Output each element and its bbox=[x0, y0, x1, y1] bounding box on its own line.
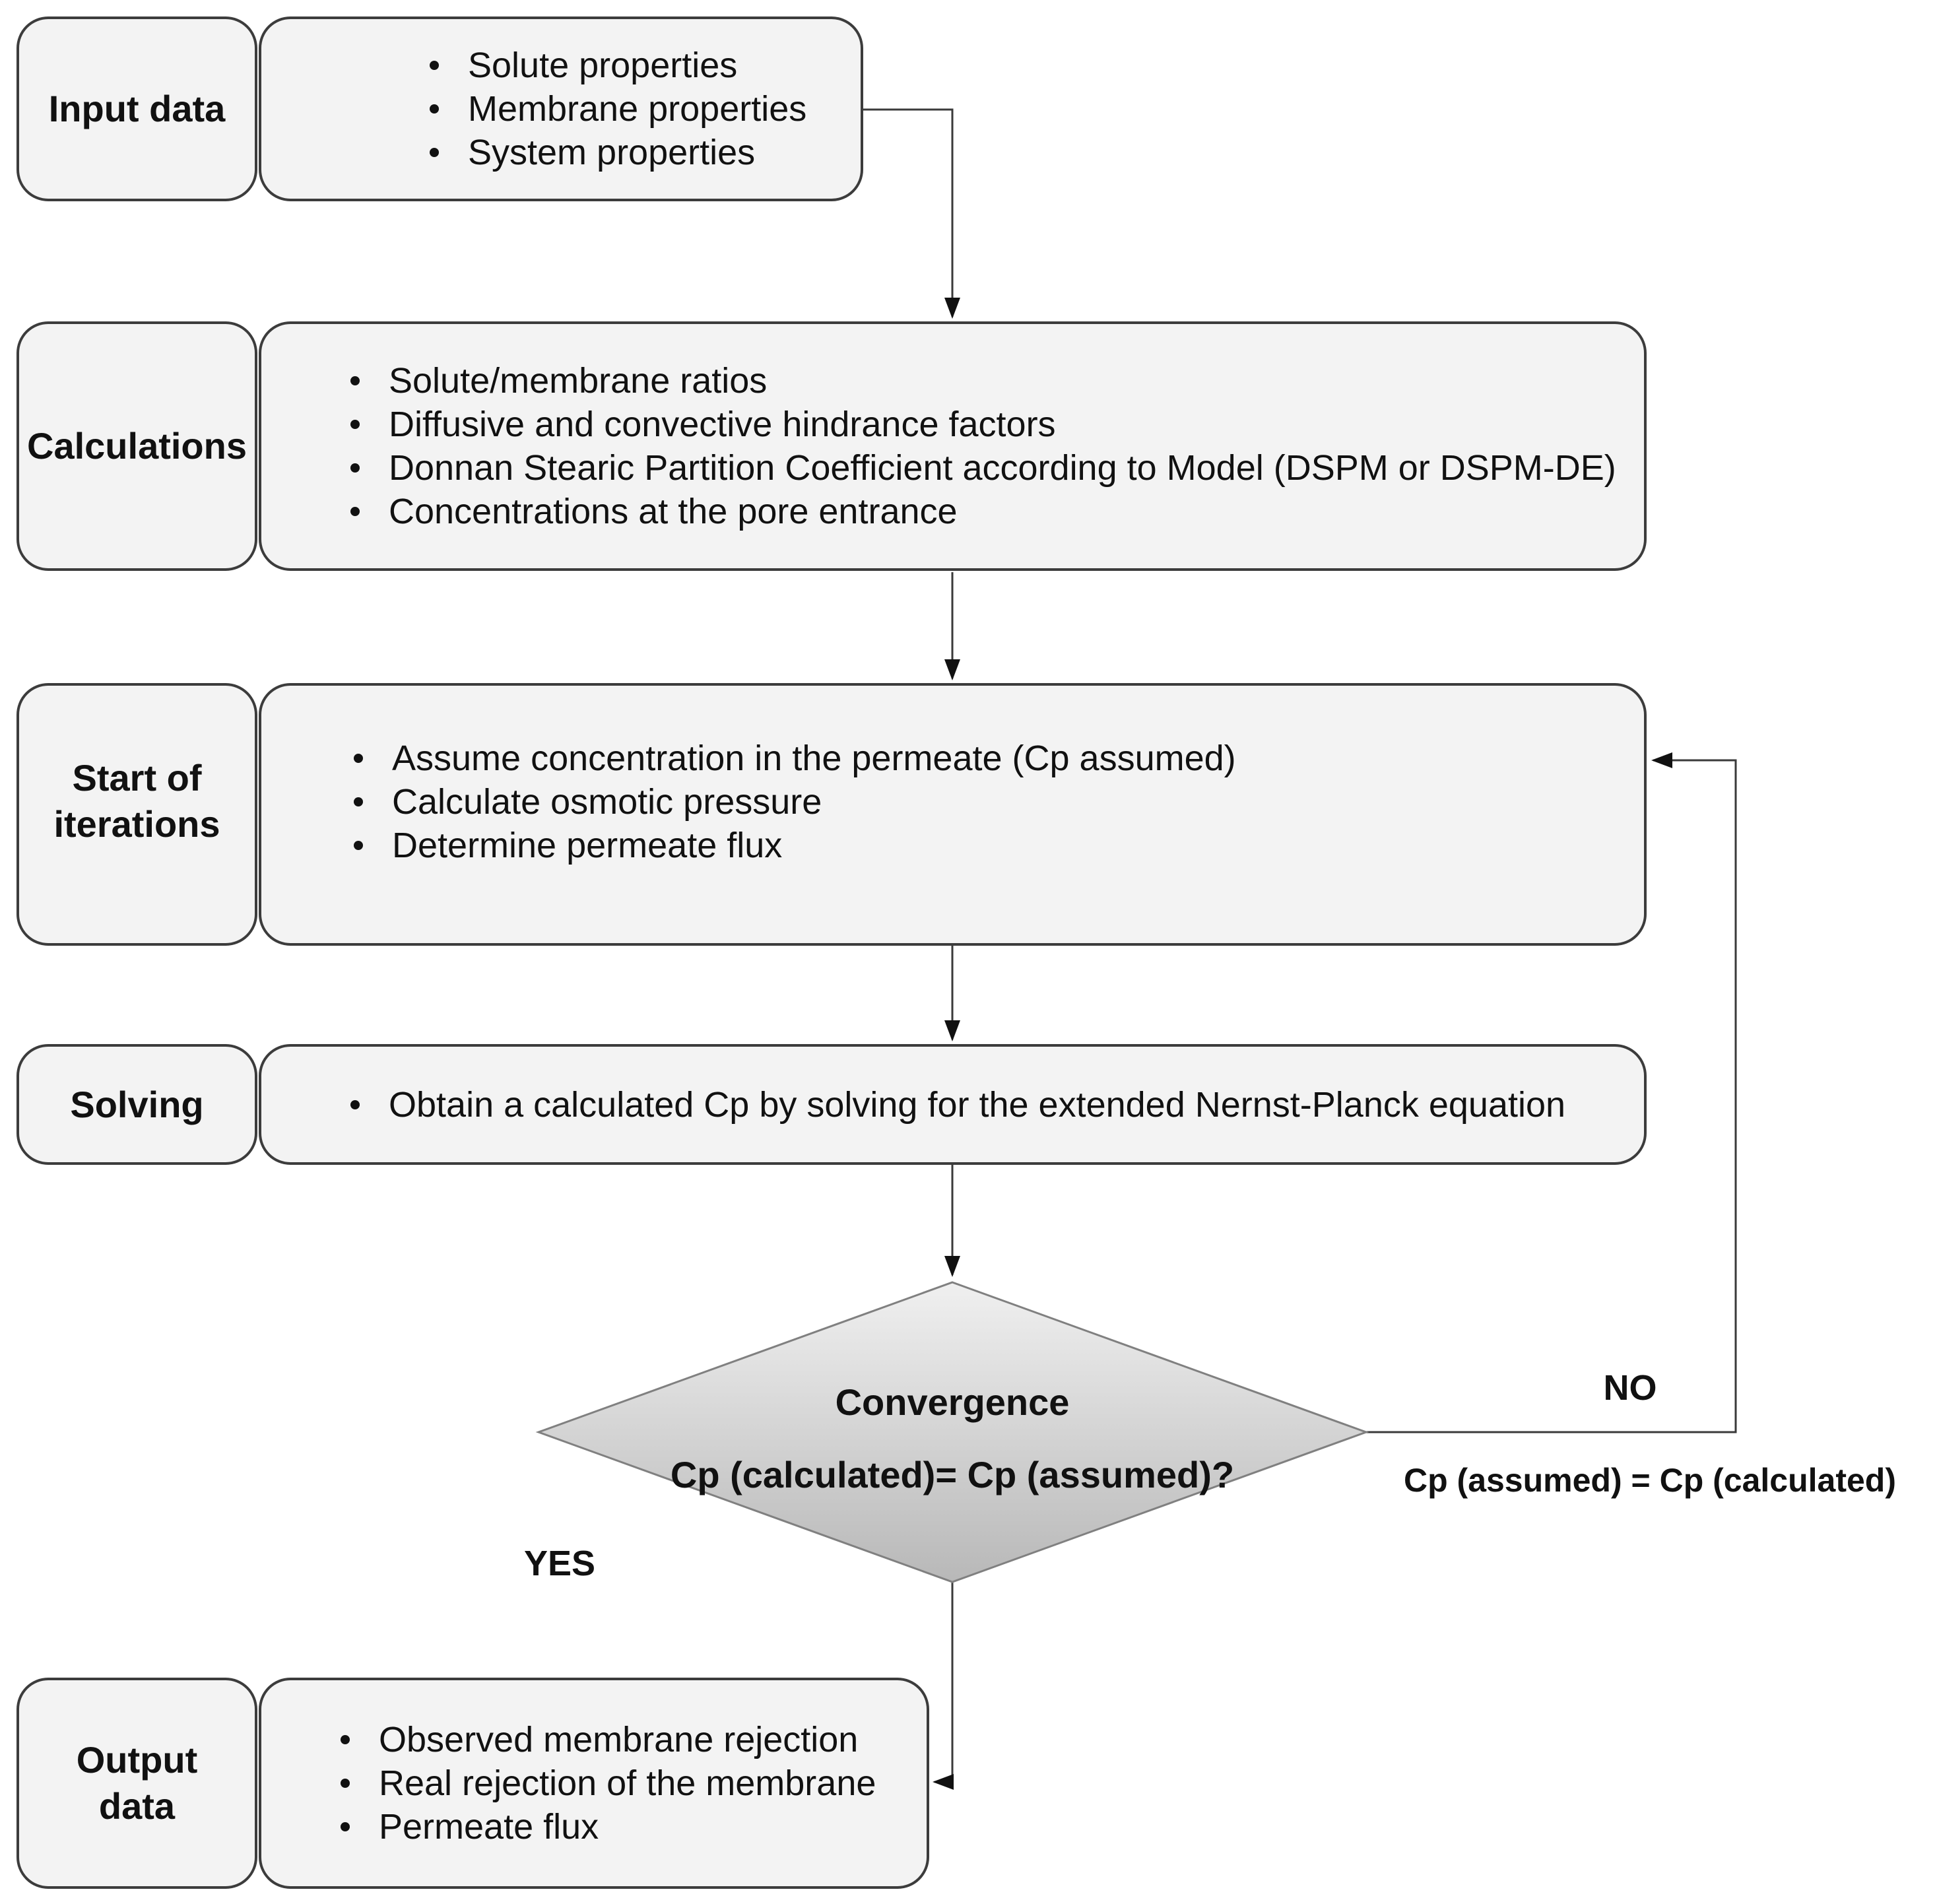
input-data-content-box: Solute properties Membrane properties Sy… bbox=[259, 16, 863, 201]
bullet-item: Membrane properties bbox=[430, 87, 861, 131]
bullet-item: Solute properties bbox=[430, 44, 861, 87]
calculations-bullet-list: Solute/membrane ratios Diffusive and con… bbox=[261, 324, 1644, 568]
no-branch-label: NO bbox=[1603, 1368, 1657, 1408]
start-of-iterations-label-box: Start of iterations bbox=[16, 683, 257, 946]
bullet-text: Membrane properties bbox=[468, 89, 807, 129]
bullet-dot bbox=[430, 148, 439, 157]
bullet-dot bbox=[341, 1735, 350, 1744]
arrow-no-loop-to-iterations bbox=[1366, 752, 1737, 1433]
bullet-text: Calculate osmotic pressure bbox=[392, 782, 822, 822]
bullet-text: Concentrations at the pore entrance bbox=[389, 492, 958, 531]
bullet-item: Permeate flux bbox=[341, 1805, 927, 1849]
bullet-text: Assume concentration in the permeate (Cp… bbox=[392, 739, 1236, 778]
bullet-text: Solute properties bbox=[468, 46, 738, 85]
calculations-content-box: Solute/membrane ratios Diffusive and con… bbox=[259, 321, 1647, 571]
bullet-text: Real rejection of the membrane bbox=[379, 1763, 876, 1803]
start-of-iterations-content-box: Assume concentration in the permeate (Cp… bbox=[259, 683, 1647, 946]
bullet-item: Assume concentration in the permeate (Cp… bbox=[354, 737, 1644, 780]
bullet-item: Diffusive and convective hindrance facto… bbox=[350, 403, 1644, 446]
bullet-item: Solute/membrane ratios bbox=[350, 359, 1644, 403]
bullet-text: Obtain a calculated Cp by solving for th… bbox=[389, 1084, 1566, 1125]
bullet-dot bbox=[354, 754, 363, 763]
output-data-bullet-list: Observed membrane rejection Real rejecti… bbox=[261, 1680, 927, 1886]
decision-diamond bbox=[535, 1281, 1369, 1583]
bullet-dot bbox=[354, 797, 363, 806]
decision-question: Cp (calculated)= Cp (assumed)? bbox=[670, 1454, 1235, 1495]
bullet-dot bbox=[350, 420, 360, 429]
bullet-text: Diffusive and convective hindrance facto… bbox=[389, 405, 1056, 444]
bullet-dot bbox=[350, 507, 360, 516]
bullet-text: System properties bbox=[468, 133, 756, 172]
bullet-item: Concentrations at the pore entrance bbox=[350, 490, 1644, 533]
input-data-label-box: Input data bbox=[16, 16, 257, 201]
output-data-label-box: Output data bbox=[16, 1678, 257, 1889]
bullet-text: Determine permeate flux bbox=[392, 826, 783, 865]
calculations-label-box: Calculations bbox=[16, 321, 257, 571]
no-branch-assignment-label: Cp (assumed) = Cp (calculated) bbox=[1404, 1462, 1896, 1499]
arrow-input-to-calculations bbox=[863, 108, 960, 319]
bullet-dot bbox=[350, 1100, 360, 1109]
bullet-item: System properties bbox=[430, 131, 861, 174]
solving-bullet-list: Obtain a calculated Cp by solving for th… bbox=[261, 1047, 1644, 1162]
bullet-dot bbox=[350, 463, 360, 473]
bullet-item: Calculate osmotic pressure bbox=[354, 780, 1644, 824]
bullet-item: Determine permeate flux bbox=[354, 824, 1644, 867]
bullet-text: Solute/membrane ratios bbox=[389, 361, 768, 401]
bullet-dot bbox=[430, 104, 439, 114]
start-of-iterations-bullet-list: Assume concentration in the permeate (Cp… bbox=[261, 686, 1644, 943]
bullet-dot bbox=[341, 1822, 350, 1831]
bullet-dot bbox=[341, 1779, 350, 1788]
bullet-text: Observed membrane rejection bbox=[379, 1720, 859, 1759]
yes-branch-label: YES bbox=[523, 1544, 596, 1583]
bullet-dot bbox=[354, 841, 363, 850]
solving-content-box: Obtain a calculated Cp by solving for th… bbox=[259, 1044, 1647, 1165]
bullet-item: Obtain a calculated Cp by solving for th… bbox=[350, 1083, 1644, 1127]
bullet-text: Permeate flux bbox=[379, 1807, 599, 1847]
bullet-item: Observed membrane rejection bbox=[341, 1718, 927, 1761]
bullet-item: Donnan Stearic Partition Coefficient acc… bbox=[350, 446, 1644, 490]
input-data-bullet-list: Solute properties Membrane properties Sy… bbox=[261, 19, 861, 199]
bullet-item: Real rejection of the membrane bbox=[341, 1761, 927, 1805]
bullet-text: Donnan Stearic Partition Coefficient acc… bbox=[389, 448, 1616, 488]
decision-title: Convergence bbox=[835, 1381, 1070, 1423]
bullet-dot bbox=[430, 61, 439, 70]
output-data-content-box: Observed membrane rejection Real rejecti… bbox=[259, 1678, 929, 1889]
solving-label-box: Solving bbox=[16, 1044, 257, 1165]
bullet-dot bbox=[350, 376, 360, 385]
arrow-yes-to-output bbox=[933, 1582, 954, 1790]
